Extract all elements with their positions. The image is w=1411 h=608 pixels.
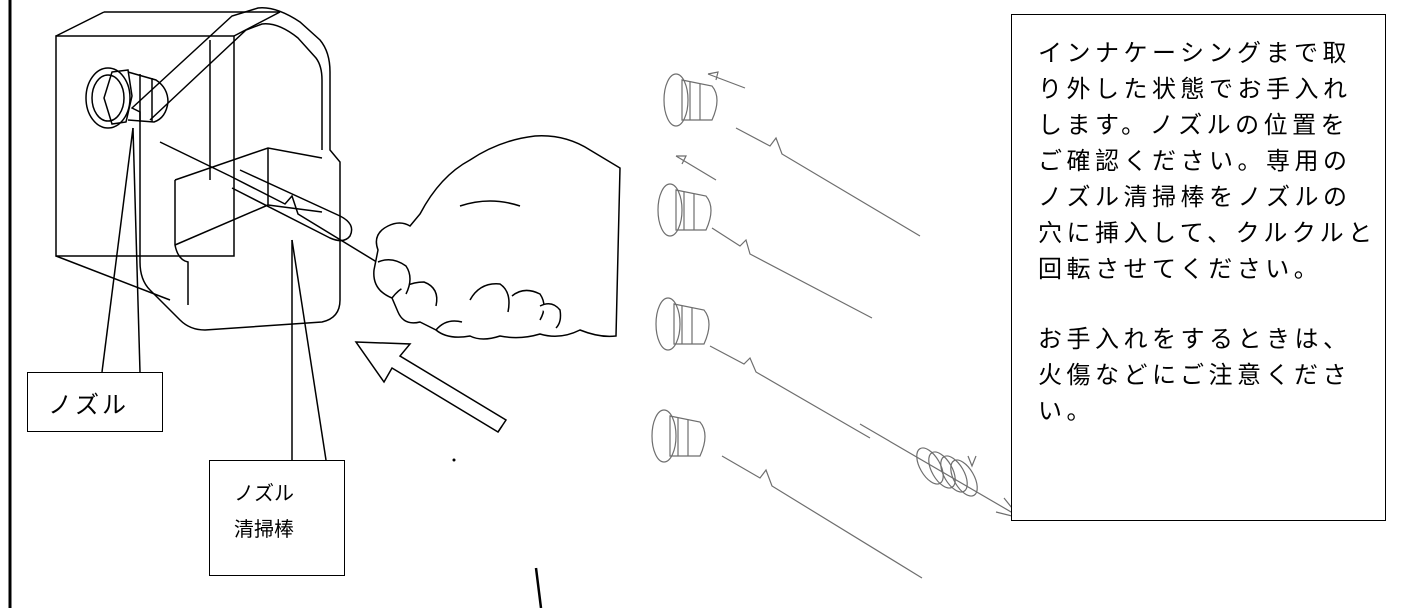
rotation-spring-icon — [860, 424, 1020, 518]
step-1-nozzle-icon — [664, 72, 920, 236]
hand-icon — [374, 136, 620, 339]
nozzle-label: ノズル — [27, 372, 163, 432]
step-2-nozzle-icon — [658, 156, 872, 318]
step-4-nozzle-icon — [652, 410, 922, 578]
cleaning-rod-label-line2: 清掃棒 — [234, 511, 344, 547]
cleaning-steps — [652, 72, 1020, 578]
instructions-paragraph-1: インナケーシングまで取り外した状態でお手入れします。ノズルの位置をご確認ください… — [1038, 35, 1377, 287]
cleaning-rod-label: ノズル 清掃棒 — [209, 460, 345, 576]
nozzle-label-text: ノズル — [48, 385, 129, 420]
instructions-paragraph-2: お手入れをするときは、火傷などにご注意ください。 — [1038, 321, 1377, 429]
stray-dot — [453, 459, 456, 462]
cleaning-rod-label-line1: ノズル — [234, 475, 344, 511]
insert-arrow-icon — [356, 342, 506, 432]
bottom-mark-line — [536, 568, 541, 608]
cleaning-rod-icon — [160, 142, 380, 264]
instructions-box: インナケーシングまで取り外した状態でお手入れします。ノズルの位置をご確認ください… — [1011, 14, 1386, 521]
nozzle-icon — [86, 68, 168, 128]
burner-housing — [56, 8, 340, 330]
step-3-nozzle-icon — [656, 298, 870, 438]
